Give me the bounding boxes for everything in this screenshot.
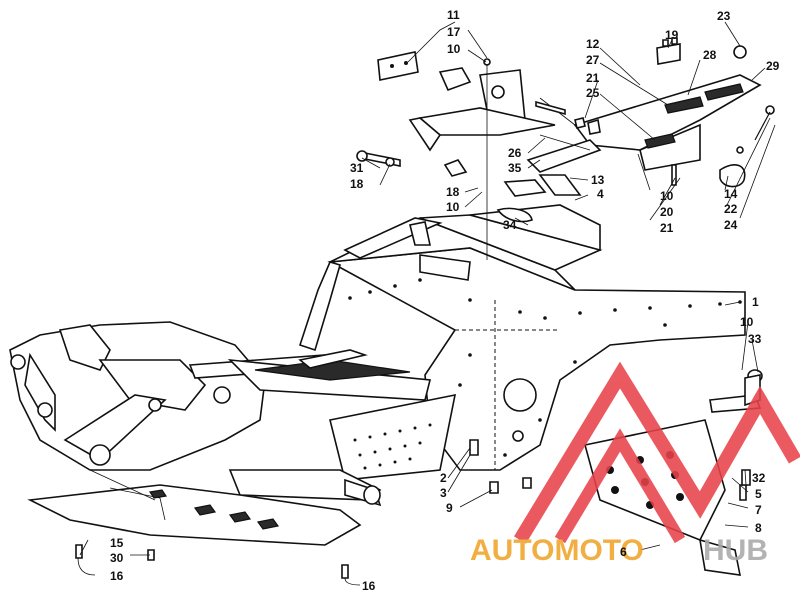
callout-8: 8 <box>755 521 762 535</box>
callout-24: 24 <box>724 218 738 232</box>
callout-25: 25 <box>586 86 600 100</box>
watermark-logo-icon <box>514 361 800 544</box>
callout-26: 26 <box>508 146 522 160</box>
callout-18-left: 18 <box>350 177 364 191</box>
callout-13: 13 <box>591 173 605 187</box>
callout-labels: 11 17 10 19 23 12 27 28 29 21 25 26 35 3… <box>110 8 780 593</box>
callout-19: 19 <box>665 28 679 42</box>
callout-20: 20 <box>660 205 674 219</box>
watermark: AUTOMOTO HUB <box>470 361 800 567</box>
watermark-text-auto: AUTOMOTO <box>470 534 644 567</box>
callout-2: 2 <box>440 471 447 485</box>
callout-15: 15 <box>110 536 124 550</box>
callout-30: 30 <box>110 551 124 565</box>
front-suspension-frame <box>9 321 457 507</box>
callout-10-mid: 10 <box>446 200 460 214</box>
callout-35: 35 <box>508 161 522 175</box>
callout-22: 22 <box>724 202 738 216</box>
rear-bracket <box>573 37 775 188</box>
callout-23: 23 <box>717 9 731 23</box>
callout-18-mid: 18 <box>446 185 460 199</box>
callout-16-right: 16 <box>362 579 376 593</box>
callout-34: 34 <box>503 218 517 232</box>
callout-3: 3 <box>440 486 447 500</box>
callout-1: 1 <box>752 295 759 309</box>
callout-11: 11 <box>447 8 460 22</box>
callout-5: 5 <box>755 487 762 501</box>
callout-17: 17 <box>447 25 461 39</box>
callout-12: 12 <box>586 37 600 51</box>
watermark-text-hub: HUB <box>703 534 768 567</box>
callout-4: 4 <box>597 187 604 201</box>
callout-33: 33 <box>748 332 762 346</box>
callout-10-side: 10 <box>740 315 754 329</box>
callout-32: 32 <box>752 471 766 485</box>
callout-7: 7 <box>755 503 762 517</box>
leader-lines <box>77 21 776 586</box>
callout-21-bottom: 21 <box>660 221 674 235</box>
brake-linkage <box>496 97 602 223</box>
callout-28: 28 <box>703 48 717 62</box>
callout-21-top: 21 <box>586 71 600 85</box>
callout-9: 9 <box>446 501 453 515</box>
callout-29: 29 <box>766 59 780 73</box>
steering-support <box>377 51 556 177</box>
skid-plate <box>27 484 362 546</box>
callout-31: 31 <box>350 161 364 175</box>
hardware <box>75 100 751 579</box>
callout-6: 6 <box>620 545 627 559</box>
callout-10: 10 <box>447 42 461 56</box>
callout-16-left: 16 <box>110 569 124 583</box>
callout-14: 14 <box>724 187 738 201</box>
callout-27: 27 <box>586 53 600 67</box>
callout-10-right: 10 <box>660 189 674 203</box>
